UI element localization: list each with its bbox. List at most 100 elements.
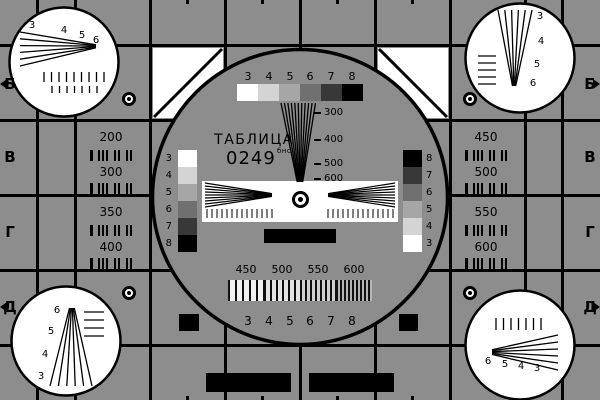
step-number: 8 bbox=[165, 238, 172, 249]
vertical-resolution-wedge bbox=[280, 102, 317, 183]
black-reference-bar bbox=[264, 229, 336, 243]
frequency-burst bbox=[90, 258, 138, 269]
black-square bbox=[179, 314, 199, 331]
corner-circle-bottom-right bbox=[464, 289, 576, 400]
bullseye-marker bbox=[463, 92, 477, 106]
bottom-black-bar bbox=[309, 373, 394, 392]
gray-scale-number: 5 bbox=[286, 70, 294, 83]
step-number: 6 bbox=[165, 204, 172, 215]
grid-line-vertical bbox=[74, 0, 77, 400]
frequency-burst bbox=[465, 225, 513, 236]
row-marker-arrow bbox=[593, 79, 600, 89]
corner-wedge-number: 4 bbox=[60, 25, 68, 36]
corner-wedge-number: 6 bbox=[92, 35, 100, 46]
frequency-burst bbox=[465, 258, 513, 269]
corner-wedge-number: 4 bbox=[41, 349, 49, 360]
grid-line-vertical bbox=[561, 0, 564, 400]
frequency-label: 350 bbox=[99, 205, 123, 219]
step-number: 5 bbox=[165, 187, 172, 198]
grid-line-vertical bbox=[449, 0, 452, 400]
wedge-tick bbox=[314, 139, 321, 141]
wedge-label: 500 bbox=[324, 158, 344, 169]
corner-wedge-number: 3 bbox=[37, 371, 45, 382]
step-number: 4 bbox=[426, 221, 433, 232]
row-marker-arrow bbox=[593, 302, 600, 312]
wedge-label: 600 bbox=[324, 173, 344, 184]
gray-scale-number: 6 bbox=[306, 314, 314, 328]
frequency-label: 400 bbox=[99, 240, 123, 254]
step-number: 3 bbox=[165, 153, 172, 164]
gray-scale-number: 3 bbox=[244, 70, 252, 83]
bullseye-marker bbox=[463, 286, 477, 300]
corner-wedge-number: 4 bbox=[517, 361, 525, 372]
gray-scale-number: 7 bbox=[327, 314, 335, 328]
multiburst-section bbox=[336, 280, 372, 301]
row-label-left: Б bbox=[4, 75, 16, 93]
corner-wedge-number: 5 bbox=[47, 326, 55, 337]
row-label-right: Б bbox=[584, 75, 596, 93]
corner-circle-top-left bbox=[8, 6, 120, 118]
column-label-fragment bbox=[336, 396, 339, 400]
column-label-fragment bbox=[261, 0, 264, 4]
frequency-label: 600 bbox=[474, 240, 498, 254]
multiburst-strip bbox=[228, 280, 372, 301]
card-code-superscript: бнс bbox=[277, 147, 292, 155]
wedge-label: 400 bbox=[324, 134, 344, 145]
corner-wedge-number: 6 bbox=[484, 356, 492, 367]
black-square bbox=[399, 314, 418, 331]
gray-scale-number: 7 bbox=[327, 70, 335, 83]
row-marker-arrow bbox=[0, 302, 7, 312]
gray-scale-strip-left bbox=[178, 150, 197, 252]
gray-scale-strip-top bbox=[237, 84, 363, 101]
corner-wedge-number: 5 bbox=[533, 59, 541, 70]
gray-scale-number: 3 bbox=[244, 314, 252, 328]
frequency-burst bbox=[90, 183, 138, 194]
corner-wedge-number: 3 bbox=[28, 20, 36, 31]
corner-circle-top-right bbox=[464, 2, 576, 114]
multiburst-label: 550 bbox=[307, 263, 329, 276]
row-label-right: Г bbox=[585, 223, 595, 241]
gray-scale-number: 6 bbox=[306, 70, 314, 83]
gray-scale-number: 8 bbox=[348, 314, 356, 328]
card-code: 0249 bbox=[226, 148, 276, 169]
row-label-right: В bbox=[584, 148, 596, 166]
band-tick-marks bbox=[206, 209, 394, 218]
column-label-fragment bbox=[186, 0, 189, 4]
multiburst-section bbox=[264, 280, 300, 301]
wedge-tick bbox=[314, 163, 321, 165]
frequency-label: 450 bbox=[474, 130, 498, 144]
gray-scale-number: 5 bbox=[286, 314, 294, 328]
gray-scale-number: 4 bbox=[265, 314, 273, 328]
frequency-burst bbox=[465, 150, 513, 161]
corner-wedge-number: 5 bbox=[501, 359, 509, 370]
column-label-fragment bbox=[186, 396, 189, 400]
column-label-fragment bbox=[336, 0, 339, 4]
gray-scale-number: 4 bbox=[265, 70, 273, 83]
card-title: ТАБЛИЦА bbox=[214, 132, 294, 148]
frequency-label: 500 bbox=[474, 165, 498, 179]
row-label-left: Г bbox=[5, 223, 15, 241]
corner-wedge-number: 3 bbox=[536, 11, 544, 22]
frequency-burst bbox=[90, 225, 138, 236]
wedge-tick bbox=[314, 112, 321, 114]
frequency-burst bbox=[90, 150, 138, 161]
row-label-right: Д bbox=[583, 298, 597, 316]
step-number: 5 bbox=[426, 204, 433, 215]
grid-line-vertical bbox=[36, 0, 39, 400]
bullseye-marker bbox=[122, 92, 136, 106]
column-label-fragment bbox=[411, 396, 414, 400]
grid-line-vertical bbox=[524, 0, 527, 400]
step-number: 7 bbox=[426, 170, 433, 181]
row-marker-arrow bbox=[0, 79, 7, 89]
right-resolution-wedge bbox=[327, 182, 396, 208]
frequency-burst bbox=[465, 183, 513, 194]
multiburst-label: 450 bbox=[235, 263, 257, 276]
left-resolution-wedge bbox=[204, 182, 273, 208]
corner-wedge-number: 6 bbox=[529, 78, 537, 89]
corner-wedge-number: 4 bbox=[537, 36, 545, 47]
frequency-label: 300 bbox=[99, 165, 123, 179]
gray-scale-number: 8 bbox=[348, 70, 356, 83]
corner-wedge-number: 6 bbox=[53, 305, 61, 316]
center-bullseye bbox=[292, 191, 309, 208]
